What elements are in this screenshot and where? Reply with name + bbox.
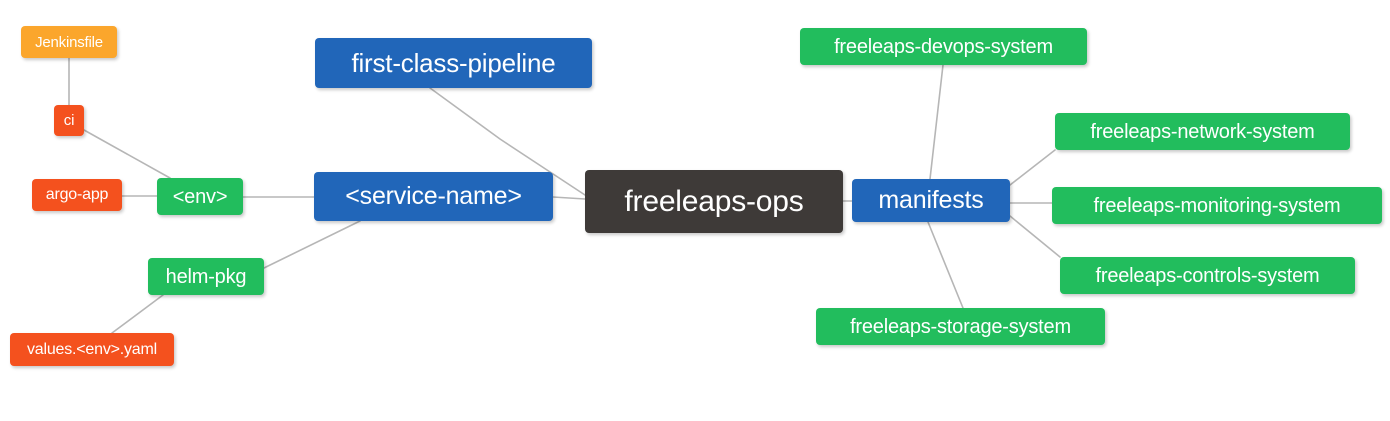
node-label-helm-pkg: helm-pkg [165, 265, 247, 288]
edge-manifests-to-freeleaps-storage-system [927, 221, 964, 309]
node-label-env: <env> [172, 185, 228, 208]
node-service-name[interactable]: <service-name> [314, 172, 553, 221]
edge-env-to-ci [83, 129, 171, 179]
node-label-values-env-yaml: values.<env>.yaml [26, 340, 157, 358]
node-freeleaps-network-system[interactable]: freeleaps-network-system [1055, 113, 1350, 150]
node-label-freeleaps-monitoring-system: freeleaps-monitoring-system [1093, 194, 1341, 217]
node-label-service-name: <service-name> [345, 182, 522, 210]
edge-manifests-to-freeleaps-devops-system [929, 64, 944, 180]
node-freeleaps-controls-system[interactable]: freeleaps-controls-system [1060, 257, 1355, 294]
edge-helm-pkg-to-values-env-yaml [111, 294, 164, 334]
edge-freeleaps-ops-to-service-name [552, 196, 586, 200]
node-label-first-class-pipeline: first-class-pipeline [351, 48, 556, 78]
node-label-jenkinsfile: Jenkinsfile [35, 33, 103, 51]
node-label-ci: ci [63, 112, 75, 129]
node-ci[interactable]: ci [54, 105, 84, 136]
edge-manifests-to-freeleaps-controls-system [1009, 215, 1061, 258]
node-freeleaps-devops-system[interactable]: freeleaps-devops-system [800, 28, 1087, 65]
node-helm-pkg[interactable]: helm-pkg [148, 258, 264, 295]
edge-manifests-to-freeleaps-network-system [1009, 149, 1056, 186]
node-label-argo-app: argo-app [45, 186, 109, 203]
node-label-freeleaps-network-system: freeleaps-network-system [1090, 120, 1315, 143]
node-freeleaps-ops[interactable]: freeleaps-ops [585, 170, 843, 233]
node-label-manifests: manifests [878, 186, 984, 214]
node-label-freeleaps-controls-system: freeleaps-controls-system [1095, 264, 1320, 287]
node-env[interactable]: <env> [157, 178, 243, 215]
edge-freeleaps-ops-to-first-class-pipeline [429, 87, 586, 196]
node-freeleaps-storage-system[interactable]: freeleaps-storage-system [816, 308, 1105, 345]
node-label-freeleaps-ops: freeleaps-ops [624, 184, 804, 218]
node-argo-app[interactable]: argo-app [32, 179, 122, 211]
node-manifests[interactable]: manifests [852, 179, 1010, 222]
node-freeleaps-monitoring-system[interactable]: freeleaps-monitoring-system [1052, 187, 1382, 224]
node-label-freeleaps-devops-system: freeleaps-devops-system [834, 35, 1053, 58]
node-jenkinsfile[interactable]: Jenkinsfile [21, 26, 117, 58]
node-values-env-yaml[interactable]: values.<env>.yaml [10, 333, 174, 366]
edge-service-name-to-helm-pkg [263, 220, 361, 269]
node-first-class-pipeline[interactable]: first-class-pipeline [315, 38, 592, 88]
node-label-freeleaps-storage-system: freeleaps-storage-system [850, 315, 1071, 338]
